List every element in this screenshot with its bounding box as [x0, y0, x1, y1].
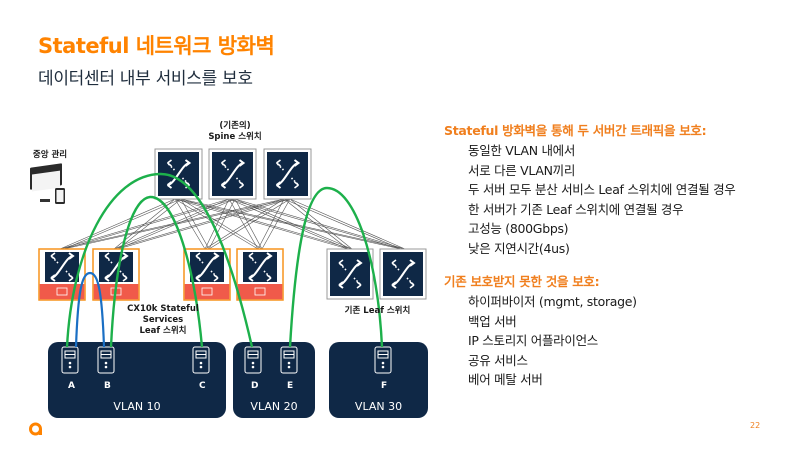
- vlan-20-group: VLAN 20: [233, 342, 315, 418]
- spine-leaf-link: [204, 198, 230, 250]
- list-item: 공유 서비스: [468, 352, 528, 368]
- list-item: 베어 메탈 서버: [468, 372, 543, 387]
- server-icon: [61, 346, 79, 374]
- legacy-leaf-label: 기존 Leaf 스위치: [344, 306, 411, 316]
- spine-leaf-link: [261, 198, 291, 250]
- list-item: 서로 다른 VLAN끼리: [468, 162, 576, 178]
- list-item: 동일한 VLAN 내에서: [468, 143, 576, 158]
- page-number: 22: [750, 421, 761, 430]
- spine-leaf-link: [283, 198, 402, 250]
- cx10k-label-line3: Leaf 스위치: [139, 326, 187, 336]
- spine-leaf-link: [283, 198, 349, 250]
- legacy-leaf-switch-2: [379, 248, 427, 300]
- cx10k-leaf-switch-4: [236, 248, 284, 301]
- spine-leaf-link: [228, 198, 402, 250]
- spine-leaf-link: [228, 198, 349, 250]
- spine-label-line1: (기존의): [219, 121, 251, 131]
- server-f-label: F: [381, 381, 388, 391]
- cx10k-leaf-switch-3: [183, 248, 231, 301]
- server-b-label: B: [104, 381, 111, 391]
- list-item: 두 서버 모두 분산 서비스 Leaf 스위치에 연결될 경우: [468, 182, 736, 197]
- vlan-30-label: VLAN 30: [354, 400, 403, 413]
- spine-leaf-link: [228, 198, 259, 250]
- flow-e-to-f: [288, 186, 384, 348]
- section-heading: Stateful 방화벽을 통해 두 서버간 트래픽을 보호:: [444, 123, 707, 138]
- spine-leaf-link: [257, 198, 285, 250]
- spine-leaf-link: [208, 198, 236, 250]
- flow-b-to-c: [109, 195, 204, 348]
- feature-list-panel: Stateful 방화벽을 통해 두 서버간 트래픽을 보호: 동일한 VLAN…: [444, 120, 794, 390]
- spine-leaf-link: [234, 198, 406, 250]
- spine-leaf-link: [59, 198, 176, 250]
- server-a-label: A: [68, 381, 75, 391]
- cx10k-label-line1: CX10k Stateful: [127, 304, 199, 314]
- spine-switch-2: [208, 148, 257, 200]
- firewall-icon: [254, 287, 266, 296]
- server-d-label: D: [251, 381, 259, 391]
- spine-leaf-link: [180, 198, 263, 250]
- spine-leaf-link: [63, 198, 236, 250]
- flow-a-to-d: [65, 172, 254, 348]
- list-item: 고성능 (800Gbps): [468, 221, 569, 236]
- stateful-flow-lines: [65, 172, 384, 348]
- list-item: 한 서버가 기존 Leaf 스위치에 연결될 경우: [468, 201, 684, 217]
- server-icon: [280, 346, 298, 374]
- page-title: Stateful 네트워크 방화벽: [38, 34, 275, 58]
- vlan-20-label: VLAN 20: [250, 400, 298, 413]
- server-e-label: E: [287, 381, 294, 391]
- server-c-label: C: [199, 381, 206, 391]
- server-icon: [244, 346, 262, 374]
- spine-label-line2: Spine 스위치: [208, 132, 262, 142]
- server-icon: [97, 346, 115, 374]
- section-stateful-protection: Stateful 방화벽을 통해 두 서버간 트래픽을 보호: 동일한 VLAN…: [444, 120, 794, 258]
- section-heading: 기존 보호받지 못한 것을 보호:: [444, 274, 600, 289]
- server-icon: [374, 346, 392, 374]
- firewall-icon: [201, 287, 213, 296]
- spine-leaf-link: [174, 198, 206, 250]
- firewall-icon: [56, 287, 68, 296]
- page-subtitle: 데이터센터 내부 서비스를 보호: [38, 69, 253, 89]
- list-item: IP 스토리지 어플라이언스: [468, 333, 598, 348]
- spine-leaf-link: [289, 198, 353, 250]
- spine-switch-3: [263, 148, 312, 200]
- spine-leaf-links: [59, 198, 406, 250]
- list-item: 낮은 지연시간(4us): [468, 240, 570, 256]
- spine-leaf-link: [180, 198, 210, 250]
- management-console-icon: [30, 163, 65, 204]
- spine-leaf-link: [113, 198, 285, 250]
- vlan-10-label: VLAN 10: [113, 400, 161, 413]
- spine-leaf-link: [204, 198, 285, 250]
- spine-leaf-link: [234, 198, 353, 250]
- section-legacy-protection: 기존 보호받지 못한 것을 보호: 하이퍼바이저 (mgmt, storage)…: [444, 271, 794, 390]
- management-label: 중앙 관리: [32, 150, 68, 160]
- spine-leaf-link: [63, 198, 182, 250]
- legacy-leaf-switch-1: [326, 248, 374, 300]
- cx10k-leaf-switch-2: [92, 248, 140, 301]
- spine-leaf-link: [117, 198, 291, 250]
- aruba-logo-icon: [29, 422, 42, 436]
- flow-a-to-b-same-vlan: [74, 271, 106, 348]
- list-item: 백업 서버: [468, 313, 517, 329]
- spine-leaf-link: [208, 198, 291, 250]
- spine-leaf-link: [234, 198, 263, 250]
- list-item: 하이퍼바이저 (mgmt, storage): [468, 294, 637, 309]
- server-icon: [192, 346, 210, 374]
- spine-leaf-link: [59, 198, 285, 250]
- cx10k-label-line2: Services: [142, 315, 184, 325]
- spine-leaf-link: [174, 198, 259, 250]
